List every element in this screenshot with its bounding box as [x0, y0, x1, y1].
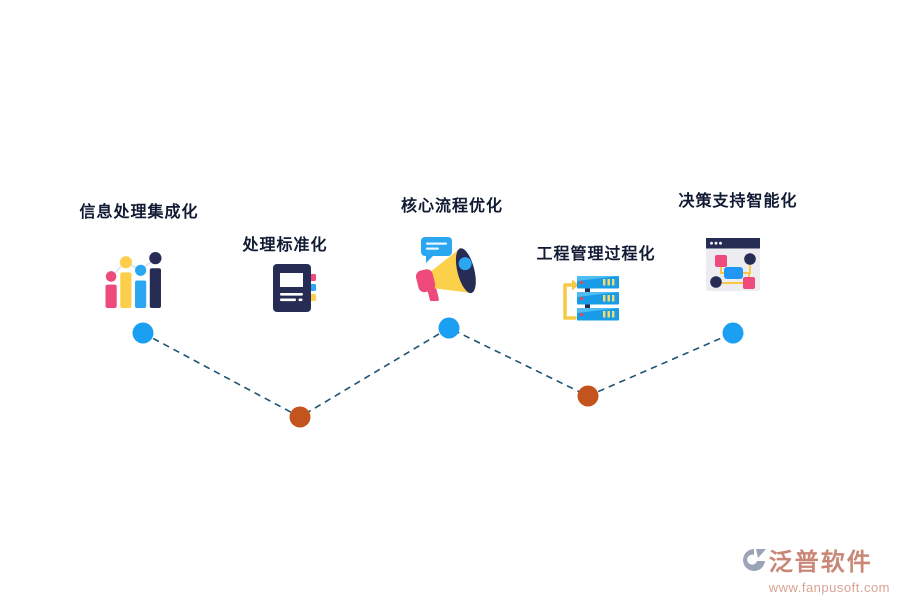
server-stack-icon: [555, 273, 621, 328]
timeline-dot-4: [577, 385, 599, 407]
timeline-dot-5: [722, 322, 744, 344]
timeline-dot-2: [289, 406, 311, 428]
megaphone-icon: [413, 237, 485, 306]
stage-label-4: 工程管理过程化: [536, 246, 656, 263]
timeline-dot-1: [132, 322, 154, 344]
watermark-url: www.fanpusoft.com: [768, 580, 890, 595]
flowchart-window-icon: [705, 237, 761, 297]
timeline-dot-3: [438, 317, 460, 339]
stage-label-3: 核心流程优化: [400, 198, 504, 215]
watermark-brand: 泛普软件: [768, 549, 873, 576]
stage-label-5: 决策支持智能化: [678, 193, 798, 210]
notebook-icon: [268, 263, 320, 318]
bar-chart-icon: [103, 251, 163, 313]
fanpu-logo-icon: [741, 547, 767, 579]
stage-label-1: 信息处理集成化: [79, 204, 199, 221]
stage-label-2: 处理标准化: [242, 237, 328, 254]
watermark: 泛普软件 www.fanpusoft.com: [741, 547, 890, 594]
